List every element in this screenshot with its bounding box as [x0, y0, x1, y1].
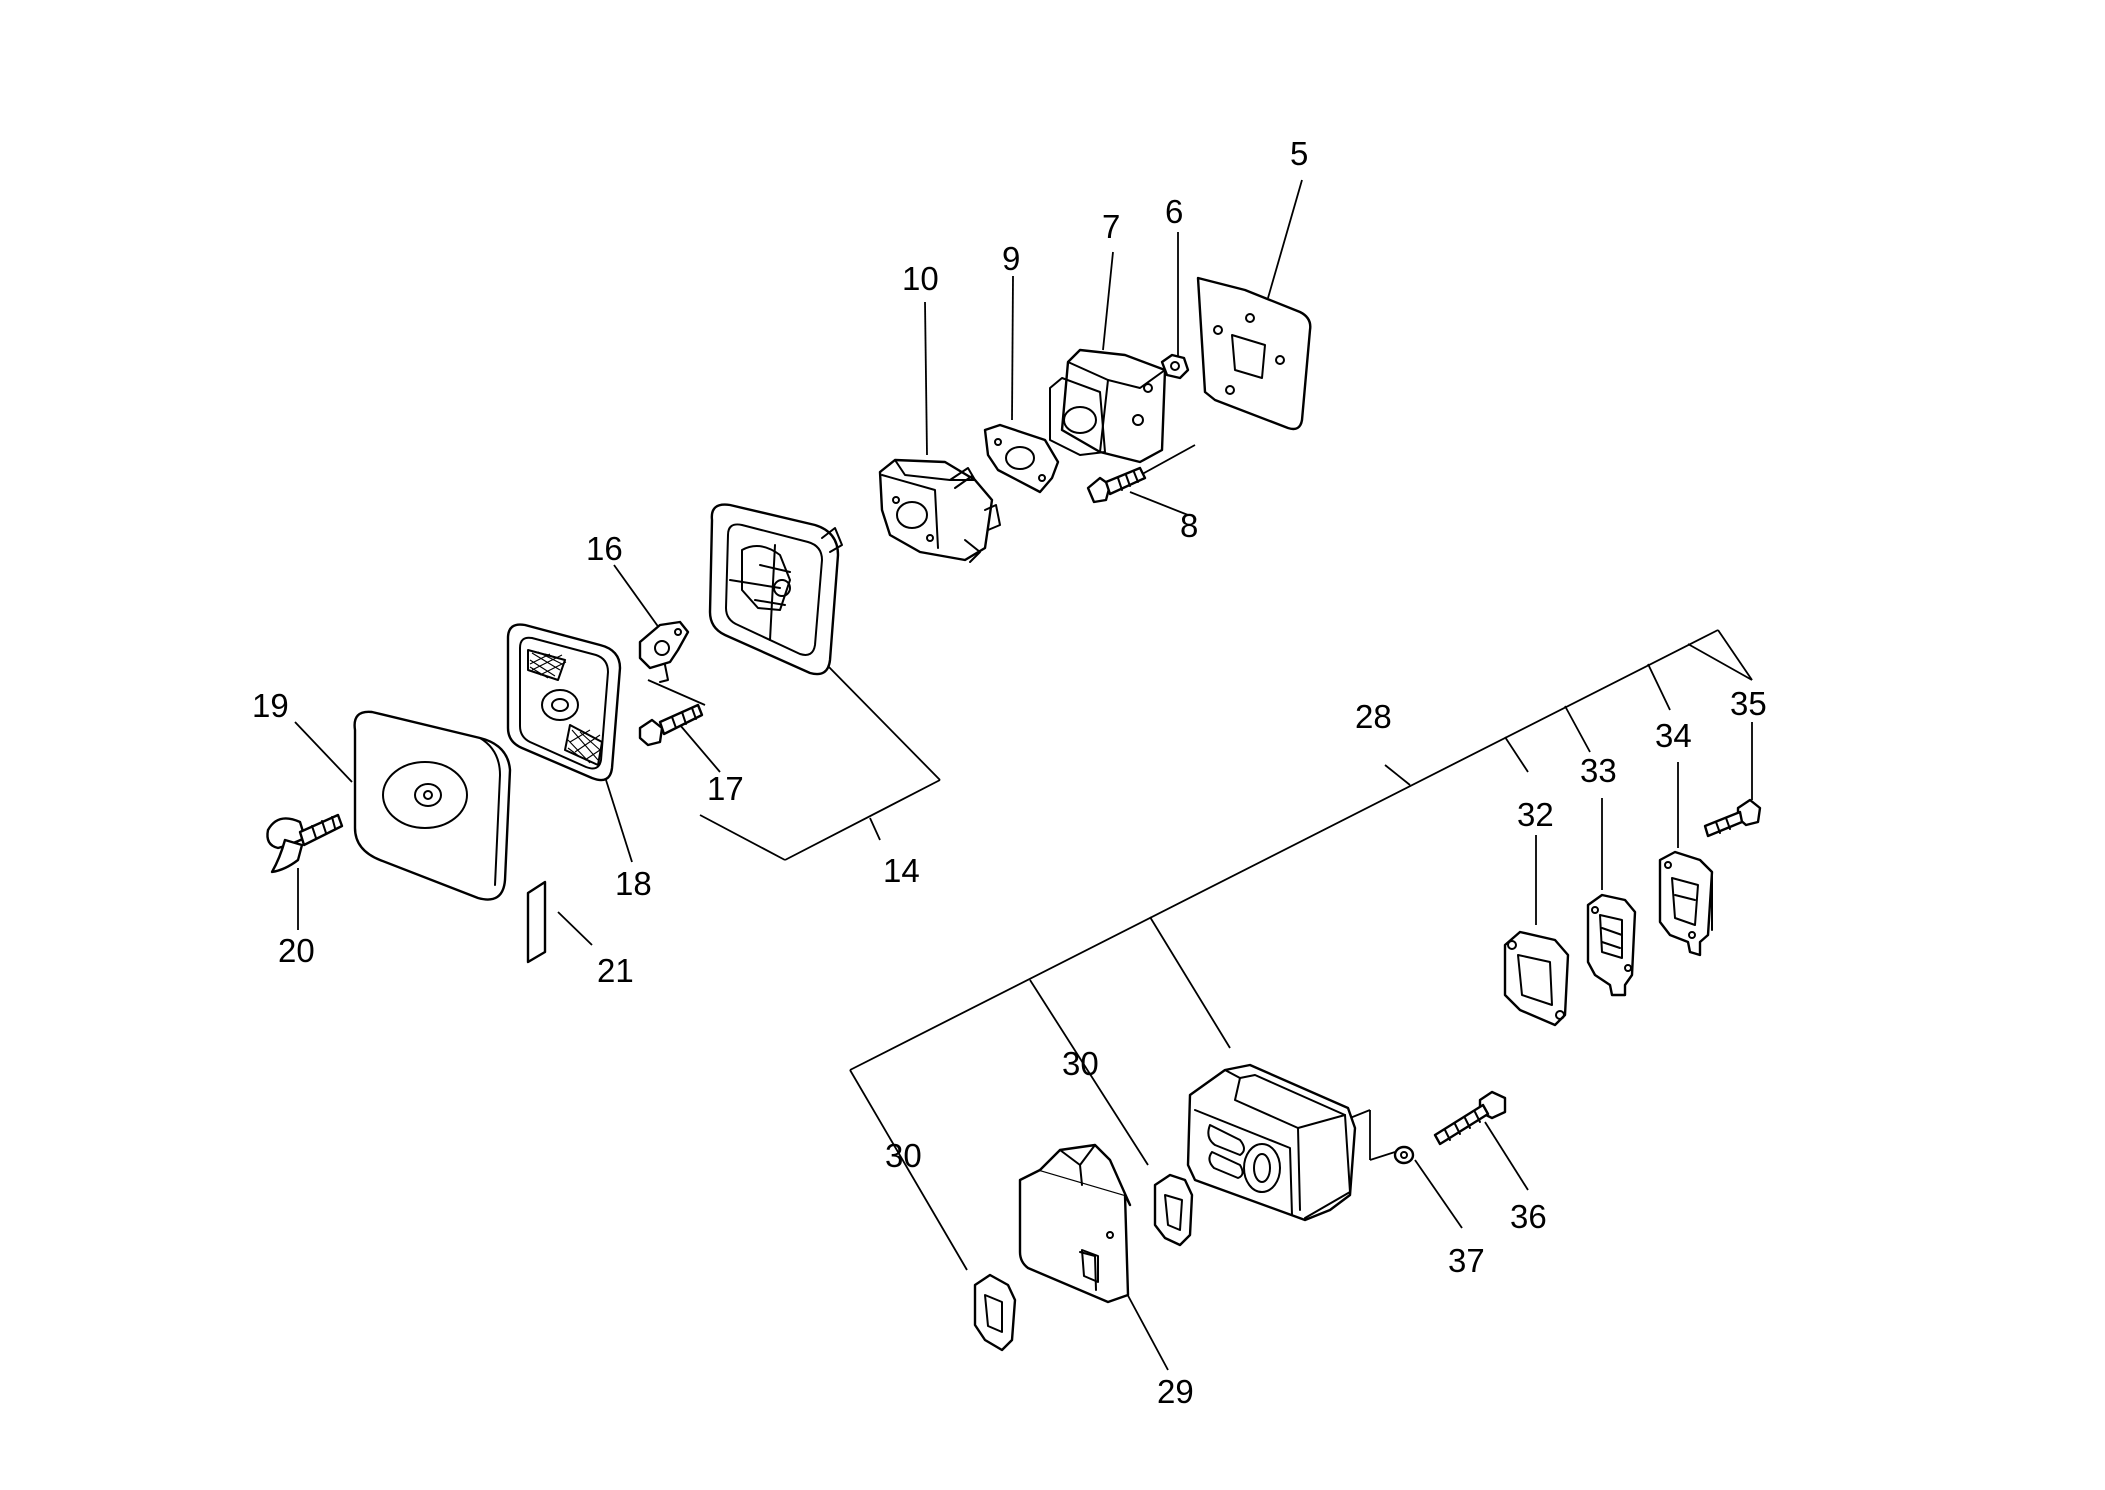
muffler-icon — [1186, 1063, 1357, 1222]
callout-37: 37 — [1448, 1242, 1485, 1279]
label-sticker-icon — [526, 880, 547, 964]
choke-plate-icon — [638, 620, 690, 683]
callout-labels: 5 6 7 8 9 10 14 16 17 18 19 20 21 28 29 … — [252, 135, 1767, 1410]
air-cleaner-cover-icon — [353, 710, 512, 901]
gasket-32-icon — [1503, 930, 1570, 1027]
callout-9: 9 — [1002, 240, 1020, 277]
callout-32: 32 — [1517, 796, 1554, 833]
plate-33-icon — [1586, 893, 1637, 997]
callout-21: 21 — [597, 952, 634, 989]
nut-icon — [1160, 353, 1190, 380]
long-bolt-icon — [1433, 1090, 1507, 1146]
callout-36: 36 — [1510, 1198, 1547, 1235]
callout-33: 33 — [1580, 752, 1617, 789]
callout-8: 8 — [1180, 507, 1198, 544]
air-cleaner-case-icon — [708, 503, 843, 676]
callout-28: 28 — [1355, 698, 1392, 735]
callout-19: 19 — [252, 687, 289, 724]
wing-bolt-icon — [266, 813, 344, 874]
callout-30-middle: 30 — [1062, 1045, 1099, 1082]
screw-icon — [638, 703, 704, 747]
leader-lines — [294, 179, 1753, 1371]
air-filter-element-icon — [506, 623, 622, 782]
callout-20: 20 — [278, 932, 315, 969]
callout-17: 17 — [707, 770, 744, 807]
bracket-34-icon — [1658, 850, 1714, 957]
gasket-icon — [983, 423, 1060, 494]
insulator-block-icon — [1049, 348, 1167, 464]
callout-5: 5 — [1290, 135, 1308, 172]
gasket-30-left-icon — [973, 1273, 1017, 1352]
callout-29: 29 — [1157, 1373, 1194, 1410]
carburetor-icon — [878, 458, 1001, 563]
washer-icon — [1393, 1145, 1415, 1165]
callout-14: 14 — [883, 852, 920, 889]
heat-shield-icon — [1018, 1143, 1132, 1304]
callout-35: 35 — [1730, 685, 1767, 722]
screw-35-icon — [1703, 798, 1762, 838]
callout-34: 34 — [1655, 717, 1692, 754]
bolt-icon — [1086, 466, 1147, 504]
callout-10: 10 — [902, 260, 939, 297]
gasket-30-middle-icon — [1153, 1173, 1194, 1247]
callout-6: 6 — [1165, 193, 1183, 230]
callout-16: 16 — [586, 530, 623, 567]
gasket-plate-icon — [1196, 276, 1312, 431]
callout-18: 18 — [615, 865, 652, 902]
callout-7: 7 — [1102, 208, 1120, 245]
callout-30-left: 30 — [885, 1137, 922, 1174]
